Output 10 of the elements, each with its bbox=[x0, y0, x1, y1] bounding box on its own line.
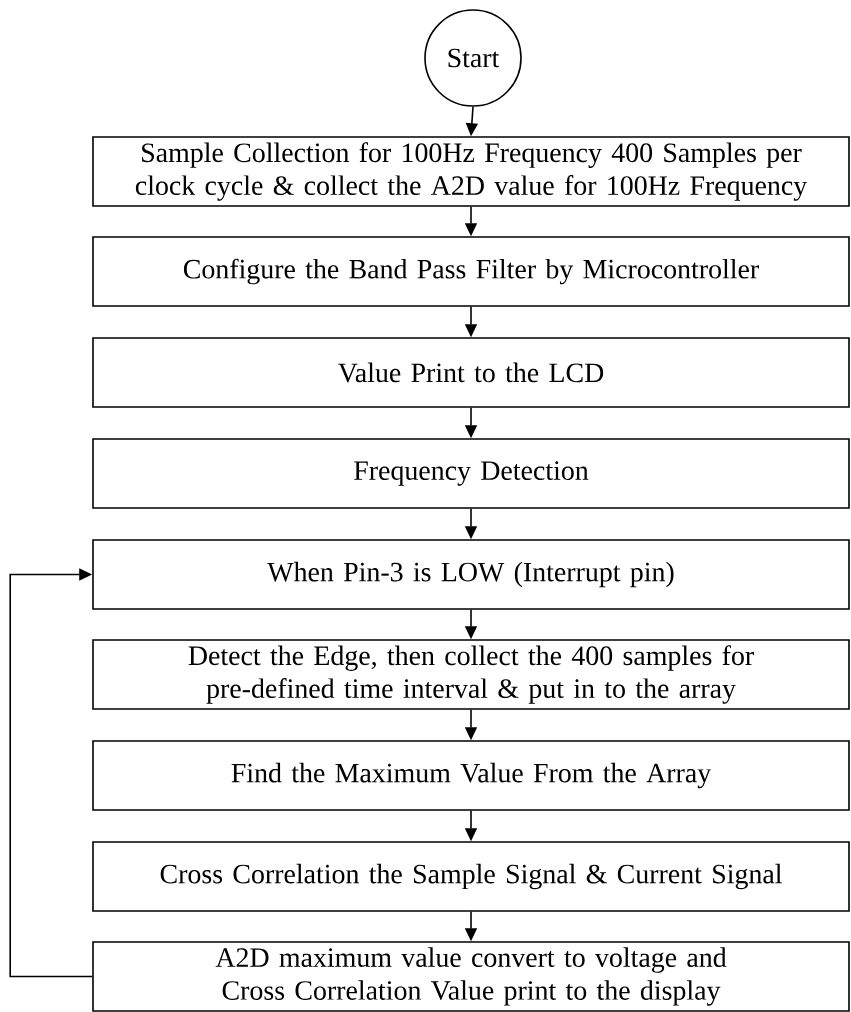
process-box: Sample Collection for 100Hz Frequency 400 Samples per clock cycle & collect the A2D value for 100Hz Frequency bbox=[92, 136, 850, 207]
arrow bbox=[9, 568, 93, 978]
process-box: A2D maximum value convert to voltage and Cross Correlation Value print to the display bbox=[92, 941, 850, 1012]
process-box: Detect the Edge, then collect the 400 samples for pre-defined time interval & put in to the array bbox=[92, 639, 850, 710]
process-box: When Pin-3 is LOW (Interrupt pin) bbox=[92, 539, 850, 610]
process-box: Cross Correlation the Sample Signal & Current Signal bbox=[92, 841, 850, 912]
process-box: Find the Maximum Value From the Array bbox=[92, 740, 850, 811]
process-box: Frequency Detection bbox=[92, 438, 850, 509]
process-box: Value Print to the LCD bbox=[92, 337, 850, 408]
process-box: Configure the Band Pass Filter by Microcontroller bbox=[92, 236, 850, 307]
